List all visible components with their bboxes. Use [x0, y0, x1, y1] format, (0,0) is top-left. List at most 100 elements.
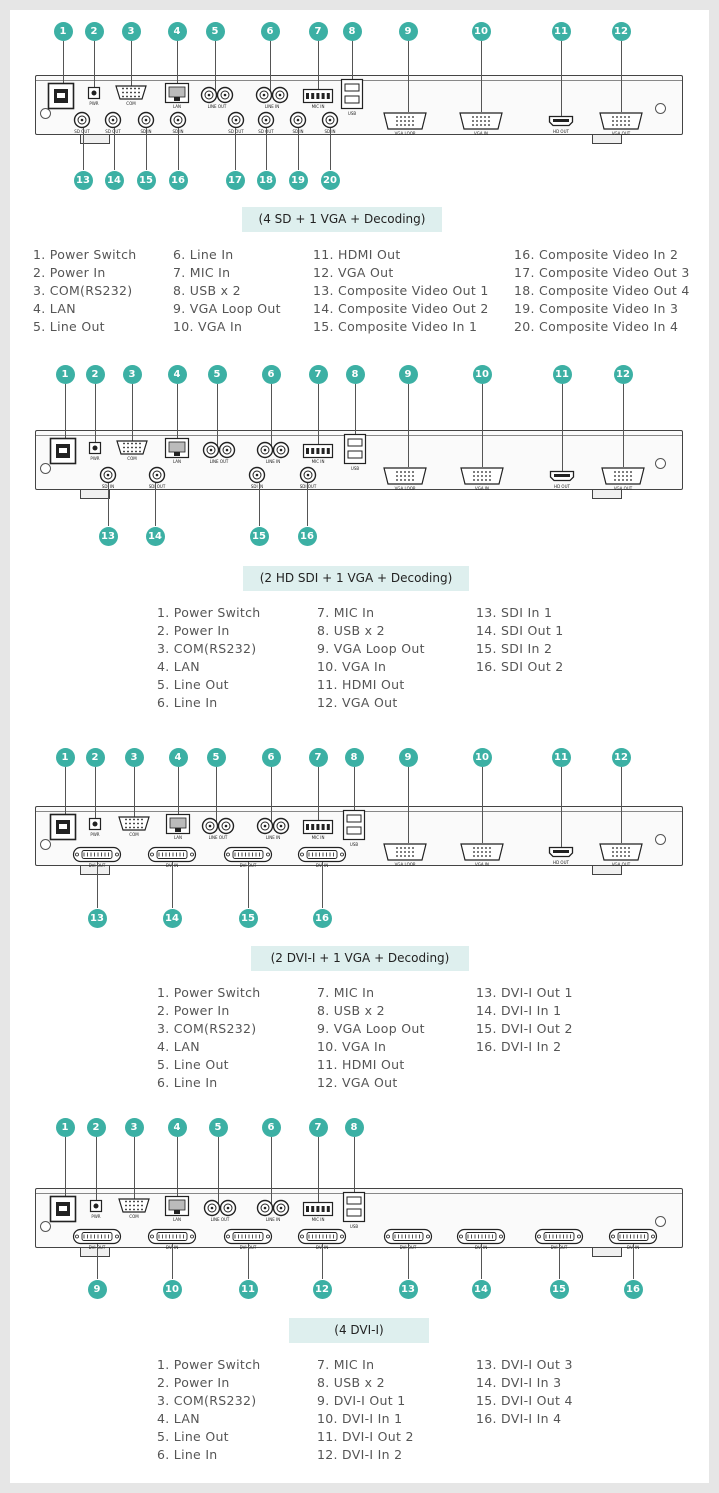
legend-item: 7. MIC In — [317, 985, 375, 1000]
section4-lead-3 — [134, 1137, 135, 1208]
section2-lan-port — [164, 437, 190, 459]
section2-com-port — [116, 439, 148, 455]
legend-item: 4. LAN — [33, 301, 76, 316]
section4-line-out-l — [203, 1199, 221, 1217]
legend-item: 3. COM(RS232) — [157, 1393, 257, 1408]
section2-line-in-r — [272, 441, 290, 459]
section1-lead-4 — [177, 41, 178, 95]
section4-bottom-lead-12 — [322, 1244, 323, 1279]
legend-item: 19. Composite Video In 3 — [514, 301, 679, 316]
section1-usb-ports — [340, 78, 364, 110]
section1-vga-out-port — [599, 112, 643, 130]
section4-badge-3: 3 — [124, 1117, 144, 1137]
section3-com-label: COM — [129, 832, 139, 837]
section4-lan-port — [164, 1195, 190, 1217]
legend-item: 6. Line In — [157, 1075, 218, 1090]
section1-mic-label: MIC IN — [311, 104, 325, 109]
section2-lead-9b — [408, 384, 409, 467]
section3-line-in-l — [256, 817, 274, 835]
section2-usb-label: USB — [350, 466, 360, 471]
legend-item: 8. USB x 2 — [317, 1003, 385, 1018]
section2-lead-4 — [177, 384, 178, 450]
section2-bottom-bnc-14 — [148, 466, 166, 484]
section3-badge-11: 11 — [551, 747, 571, 767]
section4-com-label: COM — [129, 1214, 139, 1219]
section4-mic-label: MIC IN — [311, 1217, 325, 1222]
section3-badge-3: 3 — [124, 747, 144, 767]
section3-bottom-badge-15: 15 — [238, 908, 258, 928]
section1-line-out-label: LINE OUT — [207, 104, 227, 109]
section3-legend-column-3: 13. DVI-I Out 1 14. DVI-I In 1 15. DVI-I O… — [476, 984, 573, 1056]
section1-badge-8: 8 — [342, 21, 362, 41]
legend-item: 6. Line In — [157, 695, 218, 710]
section1-bottom-label-14: SD OUT — [105, 129, 121, 134]
section2-pwr-label: PWR — [90, 456, 100, 461]
section1-com-label: COM — [126, 101, 136, 106]
legend-item: 10. VGA In — [317, 659, 387, 674]
legend-item: 15. DVI-I Out 2 — [476, 1021, 573, 1036]
section3-bottom-dvi-13 — [72, 846, 122, 862]
section2-bottom-lead-15 — [259, 483, 260, 526]
section2-lead-5 — [217, 384, 218, 450]
section1-vga-loop-port — [383, 112, 427, 130]
section2-bottom-bnc-15 — [248, 466, 266, 484]
section3-lead-8 — [354, 767, 355, 826]
legend-item: 14. DVI-I In 1 — [476, 1003, 562, 1018]
legend-item: 3. COM(RS232) — [157, 641, 257, 656]
legend-item: 11. HDMI Out — [317, 677, 405, 692]
section1-bottom-badge-18: 18 — [256, 170, 276, 190]
section3-mic-label: MIC IN — [311, 835, 325, 840]
section2-badge-7: 7 — [308, 364, 328, 384]
section4-lead-8 — [354, 1137, 355, 1208]
section3-lan-port — [165, 813, 191, 835]
legend-item: 13. SDI In 1 — [476, 605, 553, 620]
section2-mic-in — [302, 443, 334, 459]
section1-caption: (4 SD + 1 VGA + Decoding) — [242, 207, 442, 232]
legend-item: 4. LAN — [157, 1411, 200, 1426]
legend-item: 5. Line Out — [33, 319, 105, 334]
section2-bottom-badge-15: 15 — [249, 526, 269, 546]
section1-badge-2: 2 — [84, 21, 104, 41]
legend-item: 11. HDMI Out — [317, 1057, 405, 1072]
legend-item: 10. DVI-I In 1 — [317, 1411, 403, 1426]
section1-line-in-r — [271, 86, 289, 104]
section1-badge-9: 9 — [398, 21, 418, 41]
section1-bottom-badge-13: 13 — [73, 170, 93, 190]
legend-item: 2. Power In — [157, 1375, 230, 1390]
section3-lead-7 — [318, 767, 319, 826]
section2-bottom-badge-13: 13 — [98, 526, 118, 546]
legend-item: 20. Composite Video In 4 — [514, 319, 679, 334]
legend-item: 7. MIC In — [317, 1357, 375, 1372]
section2-lead-8 — [355, 384, 356, 450]
section3-bottom-lead-13 — [97, 862, 98, 908]
section1-line-out-r — [216, 86, 234, 104]
section1-bottom-lead-15 — [146, 128, 147, 170]
section3-badge-5: 5 — [206, 747, 226, 767]
section2-lead-3 — [132, 384, 133, 450]
section2-badge-3: 3 — [122, 364, 142, 384]
section3-bottom-badge-14: 14 — [162, 908, 182, 928]
section1-bottom-lead-18 — [266, 128, 267, 170]
section4-bottom-dvi-16 — [608, 1228, 658, 1244]
section2-bottom-lead-16 — [307, 483, 308, 526]
legend-item: 14. SDI Out 1 — [476, 623, 564, 638]
section3-com-port — [118, 815, 150, 831]
section3-power-switch — [49, 813, 77, 841]
section1-bottom-bnc-15 — [137, 111, 155, 129]
section2-vga-out-port — [601, 467, 645, 485]
section1-vga-loop-label: VGA LOOP — [394, 131, 416, 136]
section3-bottom-badge-13: 13 — [87, 908, 107, 928]
section3-line-out-label: LINE OUT — [208, 835, 228, 840]
section4-bottom-lead-15 — [559, 1244, 560, 1279]
section4-bottom-dvi-15 — [534, 1228, 584, 1244]
section3-pwr-label: PWR — [90, 832, 100, 837]
section4-line-out-r — [219, 1199, 237, 1217]
legend-item: 13. DVI-I Out 1 — [476, 985, 573, 1000]
legend-item: 8. USB x 2 — [317, 623, 385, 638]
section2-lead-6 — [271, 384, 272, 450]
